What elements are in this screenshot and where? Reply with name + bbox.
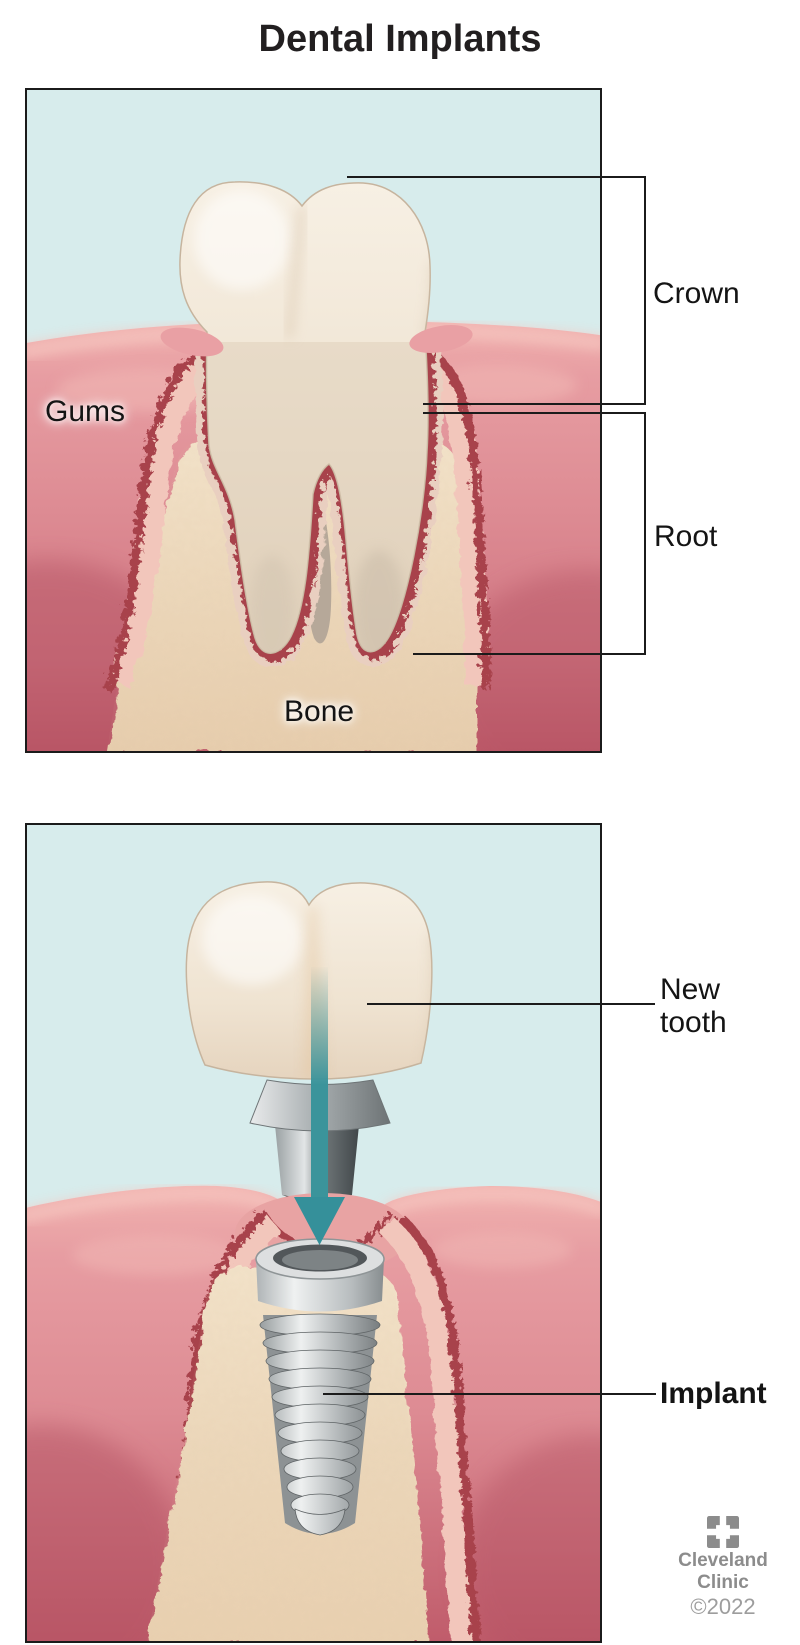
gum-margin <box>160 325 473 357</box>
label-root: Root <box>654 520 718 553</box>
brand-line1: Cleveland <box>678 1550 768 1571</box>
label-new-tooth: New tooth <box>660 973 727 1039</box>
natural-tooth-illustration <box>27 90 600 751</box>
label-crown: Crown <box>653 277 740 310</box>
copyright-text: ©2022 <box>690 1594 756 1619</box>
label-gums: Gums <box>45 395 126 428</box>
crown-bracket-bottom-line <box>423 403 646 405</box>
brand-line2: Clinic <box>697 1572 749 1593</box>
crown-bracket-vertical-line <box>644 176 646 405</box>
implant-panel <box>25 823 602 1643</box>
implant-leader-line <box>323 1393 656 1395</box>
brand-text: Cleveland Clinic ©2022 <box>643 1550 800 1618</box>
socket-lining <box>100 347 488 690</box>
page-title: Dental Implants <box>258 18 542 60</box>
label-implant: Implant <box>660 1377 767 1410</box>
root-bracket-top-line <box>423 412 646 414</box>
implant-illustration <box>27 825 600 1641</box>
root-bracket-vertical-line <box>644 412 646 655</box>
placement-arrow <box>294 967 345 1245</box>
label-bone: Bone <box>284 695 355 728</box>
new-tooth-leader-line <box>367 1003 655 1005</box>
root-bracket-bottom-line <box>413 653 646 655</box>
natural-tooth-panel <box>25 88 602 753</box>
implant-screw-shape <box>255 1238 385 1536</box>
cleveland-clinic-logo-icon <box>707 1516 739 1548</box>
crown-bracket-top-line <box>347 176 646 178</box>
